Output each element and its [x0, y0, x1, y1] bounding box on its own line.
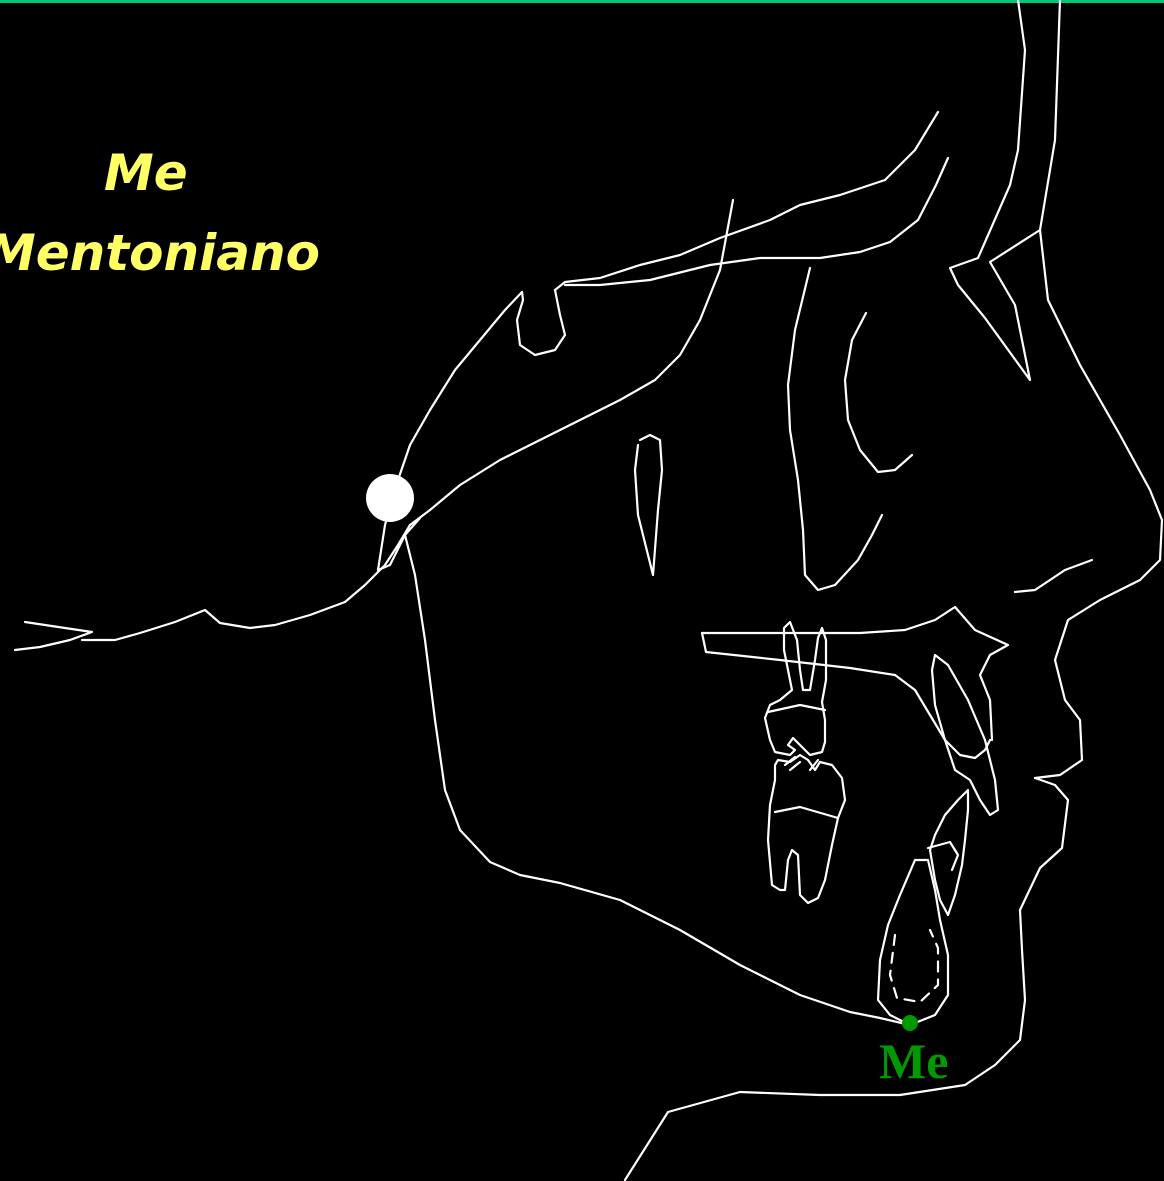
- reference-point-marker: [366, 474, 414, 522]
- nasal-bone-outline: [948, 0, 1062, 382]
- lower-incisor: [928, 788, 970, 917]
- upper-molar-crown-line: [766, 703, 827, 714]
- symphysis-outline: [876, 858, 950, 1027]
- top-border: [0, 0, 1164, 3]
- upper-molar: [763, 620, 828, 757]
- palatal-plane: [700, 605, 1010, 742]
- mastoid-line: [13, 620, 94, 652]
- soft-tissue-chin: [623, 776, 1070, 1181]
- symphysis-inner: [926, 840, 960, 872]
- soft-tissue-profile: [1033, 228, 1164, 780]
- slide-title-abbreviation: Me: [104, 144, 188, 202]
- lower-incisor-canal: [888, 928, 940, 1004]
- upper-incisor: [930, 653, 1000, 817]
- anterior-cranial-base: [563, 156, 950, 287]
- lower-molar: [766, 753, 847, 905]
- lower-molar-crown-line: [773, 805, 840, 820]
- ramus-posterior: [80, 523, 412, 642]
- orbit-outline: [786, 266, 884, 592]
- molar-occlusion-mark: [783, 755, 820, 772]
- cranial-base-line: [553, 110, 940, 292]
- menton-point: [902, 1015, 918, 1031]
- nasal-ala: [1013, 558, 1094, 594]
- sella-turcica: [515, 288, 567, 357]
- orbit-inner: [843, 311, 914, 474]
- mandible-ramus: [403, 533, 912, 1027]
- slide-title-name: Mentoniano: [0, 224, 320, 282]
- pterygoid-fissure: [633, 433, 664, 577]
- palatal-lower: [700, 631, 992, 760]
- pterygomaxillary-line: [408, 198, 735, 527]
- posterior-cranial-contour: [376, 290, 524, 572]
- menton-point-label: Me: [879, 1033, 949, 1089]
